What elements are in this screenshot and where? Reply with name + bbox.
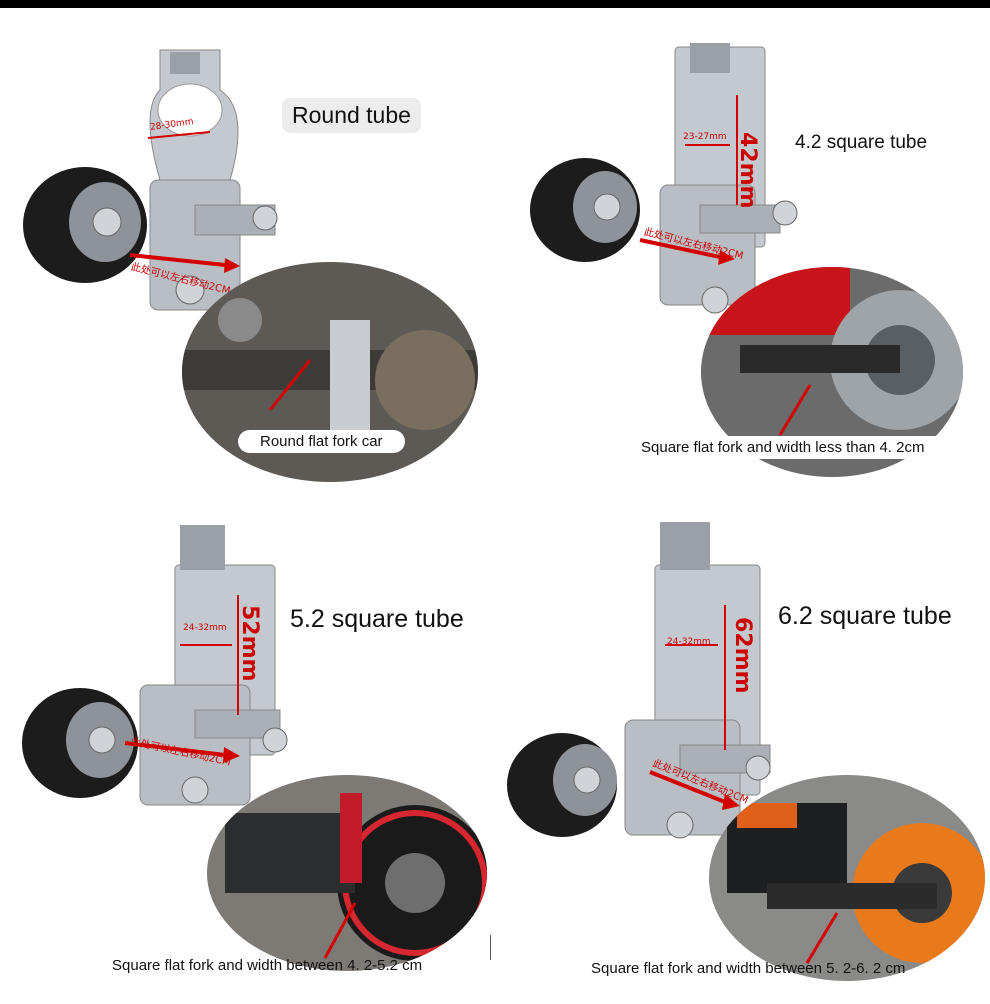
dimension-label: 62mm: [730, 617, 755, 694]
dimension-label: 52mm: [237, 605, 262, 682]
inset-caption: Round flat fork car: [238, 430, 405, 453]
inset-caption: Square flat fork and width between 4. 2-…: [112, 957, 423, 974]
panel-title: Round tube: [282, 98, 421, 133]
panel-6-2-square-tube: 24-32mm 62mm 此处可以左右移动2CM 6.2 square tube…: [495, 505, 990, 1000]
divider-line: [490, 935, 491, 960]
dimension-label: 42mm: [735, 132, 760, 209]
tensioner-round-image: [23, 49, 278, 311]
motorcycle-inset-photo: [709, 775, 985, 981]
panel-4-2-square-tube: 23-27mm 42mm 此处可以左右移动2CM 4.2 square tube…: [495, 20, 990, 490]
panel-title: 6.2 square tube: [778, 602, 952, 630]
panel-5-2-square-tube: 24-32mm 52mm 此处可以左右移动2CM 5.2 square tube…: [0, 505, 495, 1000]
inset-caption: Square flat fork and width between 5. 2-…: [591, 960, 906, 977]
panel-title: 4.2 square tube: [795, 132, 928, 153]
motorcycle-inset-photo: [207, 775, 487, 971]
tensioner-62-image: [507, 522, 771, 839]
inset-caption: Square flat fork and width less than 4. …: [619, 436, 947, 459]
panel-title: 5.2 square tube: [290, 605, 464, 633]
panel-round-tube: 28-30mm 此处可以左右移动2CM Round tube Round fla…: [0, 20, 495, 490]
tensioner-42-image: [530, 43, 798, 314]
range-label: 24-32mm: [183, 623, 227, 633]
range-label: 24-32mm: [667, 637, 711, 647]
tensioner-52-image: [22, 525, 288, 806]
top-border: [0, 0, 990, 8]
motorcycle-inset-photo: [182, 262, 478, 482]
range-label: 23-27mm: [683, 132, 727, 142]
